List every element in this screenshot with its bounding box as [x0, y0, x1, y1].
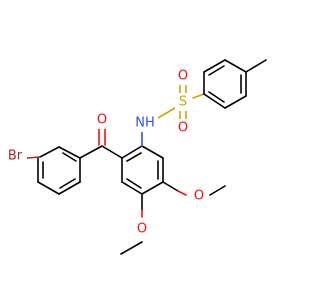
methoxy1-o-bond: [177, 190, 187, 196]
atom-o-methoxy-right: O: [191, 187, 207, 205]
methyl-bond: [245, 59, 267, 73]
carbonyl-oxygen-label: O: [97, 113, 107, 128]
bromophenyl-ring: [37, 146, 81, 195]
nh-label: NH: [135, 116, 155, 131]
n-s-bond: [157, 107, 176, 119]
aryl-carbonyl-bond: [79, 145, 103, 159]
atom-br: Br: [3, 146, 27, 166]
sulfonyl-oxygen-top-label: O: [178, 69, 188, 84]
sulfur-label: S: [179, 95, 187, 110]
methoxy-oxygen-bottom-label: O: [137, 222, 147, 237]
atom-o-sulfonyl-top: O: [175, 67, 191, 85]
atom-o-carbonyl: O: [95, 111, 109, 129]
dimethoxyphenyl-ring: [121, 145, 164, 195]
methoxy2-methyl: [120, 241, 143, 255]
methoxy-oxygen-right-label: O: [194, 189, 204, 204]
atom-o-methoxy-bottom: O: [134, 220, 150, 238]
atom-s: S: [175, 93, 192, 111]
carbonyl-ring-bond: [101, 145, 123, 159]
atom-nh: NH: [134, 114, 158, 132]
c-br-bond: [26, 156, 41, 159]
tolyl-ring: [203, 59, 247, 109]
molecule-structure: Br O NH S O O O O: [3, 59, 267, 255]
atom-o-sulfonyl-bottom: O: [175, 119, 191, 137]
s-aryl-bond: [192, 93, 205, 99]
sulfonyl-oxygen-bottom-label: O: [178, 121, 188, 136]
methoxy1-methyl: [209, 185, 226, 196]
ring-methoxy1-bond: [162, 181, 179, 192]
bromine-label: Br: [8, 149, 23, 164]
